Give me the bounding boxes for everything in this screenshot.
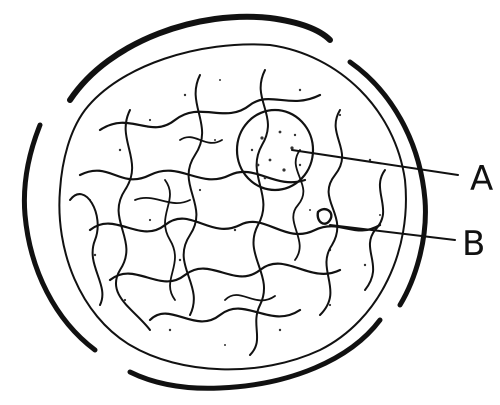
pointer-line-b <box>330 225 455 240</box>
label-b: B <box>462 224 485 264</box>
nucleolus <box>237 110 313 190</box>
chromatin-network <box>70 70 385 355</box>
pointer-line-a <box>292 150 458 175</box>
label-a: A <box>470 159 493 199</box>
nuclear-envelope <box>24 17 425 389</box>
chromatin-knot <box>318 209 332 224</box>
inner-membrane <box>59 44 406 369</box>
